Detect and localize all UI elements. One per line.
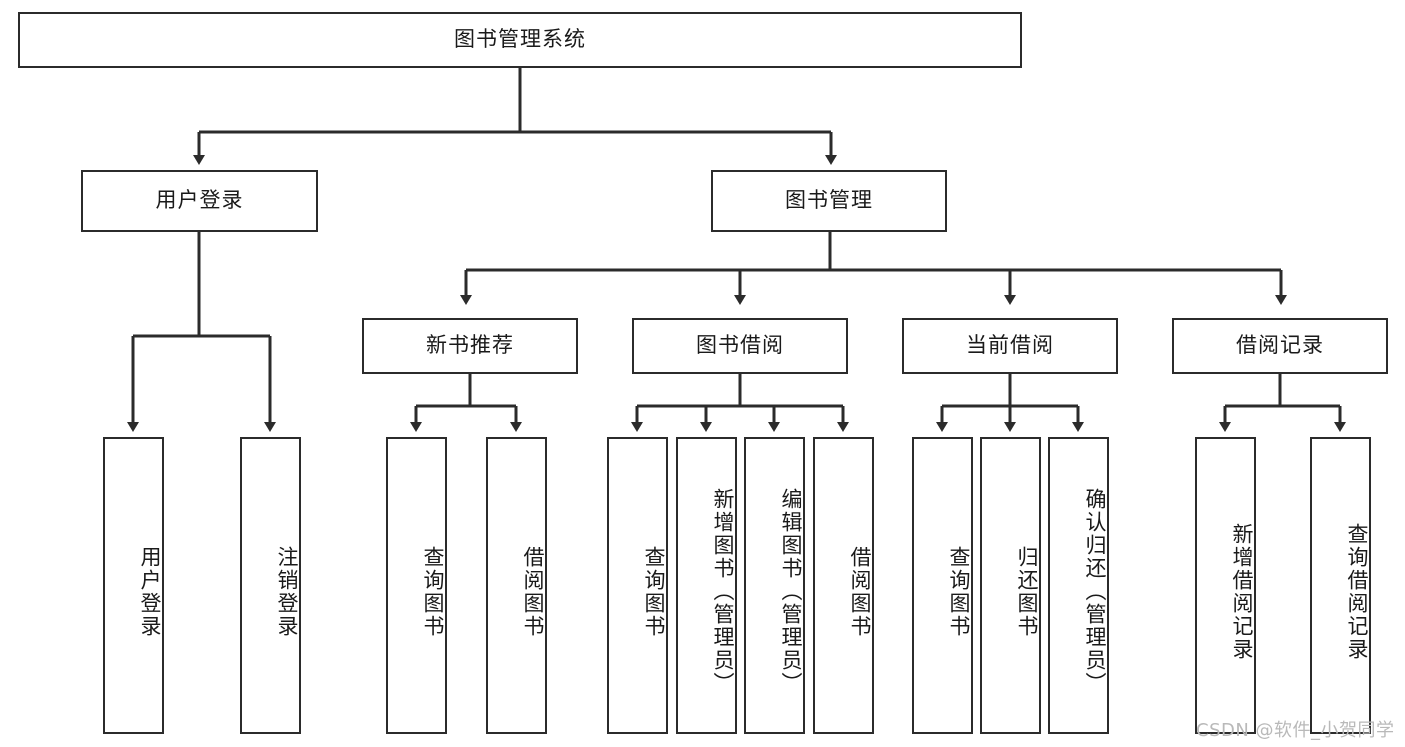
leaf-label: 注销登录 xyxy=(275,545,299,638)
leaf-confirm-return[interactable]: 确认归还（管理员） xyxy=(1048,437,1109,734)
leaf-label: 编辑图书（管理员） xyxy=(779,488,803,695)
leaf-borrow-book-1[interactable]: 借阅图书 xyxy=(486,437,547,734)
leaf-label: 借阅图书 xyxy=(848,545,872,638)
leaf-label: 新增图书（管理员） xyxy=(711,488,735,695)
leaf-label: 查询图书 xyxy=(421,545,445,638)
leaf-label: 查询图书 xyxy=(642,545,666,638)
leaf-label: 归还图书 xyxy=(1015,545,1039,638)
leaf-query-book-2[interactable]: 查询图书 xyxy=(607,437,668,734)
node-book-borrow[interactable]: 图书借阅 xyxy=(632,318,848,374)
leaf-edit-book[interactable]: 编辑图书（管理员） xyxy=(744,437,805,734)
node-new-book-recommend[interactable]: 新书推荐 xyxy=(362,318,578,374)
leaf-add-book[interactable]: 新增图书（管理员） xyxy=(676,437,737,734)
leaf-label: 借阅图书 xyxy=(521,545,545,638)
leaf-label: 查询借阅记录 xyxy=(1345,522,1369,661)
node-book-management[interactable]: 图书管理 xyxy=(711,170,947,232)
leaf-add-record[interactable]: 新增借阅记录 xyxy=(1195,437,1256,734)
node-current-borrow[interactable]: 当前借阅 xyxy=(902,318,1118,374)
leaf-label: 确认归还（管理员） xyxy=(1083,488,1107,695)
csdn-watermark: CSDN @软件_小贺同学 xyxy=(1196,720,1395,741)
node-root-system[interactable]: 图书管理系统 xyxy=(18,12,1022,68)
leaf-return-book[interactable]: 归还图书 xyxy=(980,437,1041,734)
leaf-query-record[interactable]: 查询借阅记录 xyxy=(1310,437,1371,734)
leaf-borrow-book-2[interactable]: 借阅图书 xyxy=(813,437,874,734)
leaf-logout-login[interactable]: 注销登录 xyxy=(240,437,301,734)
leaf-label: 新增借阅记录 xyxy=(1230,522,1254,661)
leaf-label: 用户登录 xyxy=(138,545,162,638)
leaf-query-book-1[interactable]: 查询图书 xyxy=(386,437,447,734)
node-borrow-record[interactable]: 借阅记录 xyxy=(1172,318,1388,374)
leaf-user-login[interactable]: 用户登录 xyxy=(103,437,164,734)
leaf-query-book-3[interactable]: 查询图书 xyxy=(912,437,973,734)
node-user-login[interactable]: 用户登录 xyxy=(81,170,318,232)
leaf-label: 查询图书 xyxy=(947,545,971,638)
